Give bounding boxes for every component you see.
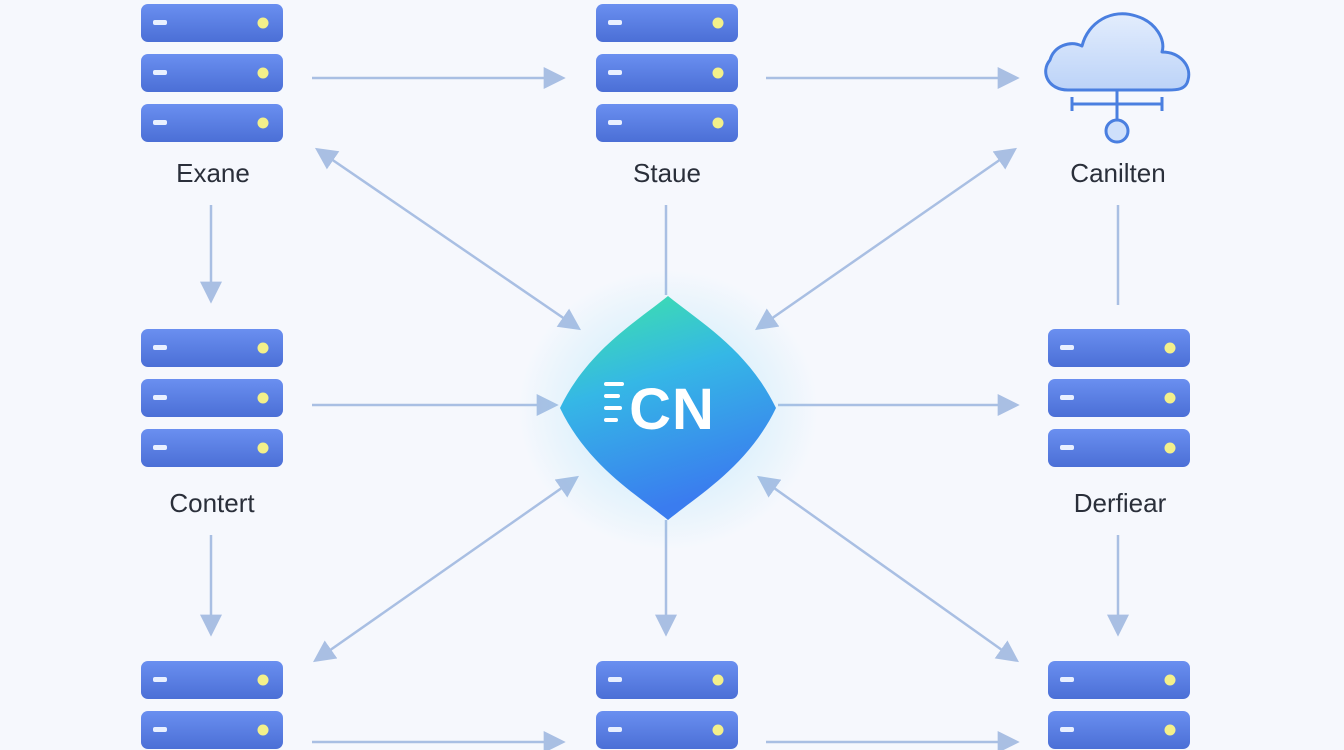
server-status-led xyxy=(257,342,269,354)
server-status-led xyxy=(1164,342,1176,354)
server-status-led xyxy=(257,17,269,29)
server-slot xyxy=(153,677,167,682)
server-status-led xyxy=(257,392,269,404)
server-icon-bottom-center[interactable] xyxy=(596,661,738,749)
server-unit xyxy=(1048,429,1190,467)
server-unit xyxy=(141,4,283,42)
server-slot xyxy=(153,445,167,450)
server-icon-top-left[interactable] xyxy=(141,4,283,142)
server-group xyxy=(141,4,1190,749)
server-status-led xyxy=(712,17,724,29)
server-unit xyxy=(141,711,283,749)
server-slot xyxy=(1060,445,1074,450)
label-exane: Exane xyxy=(176,158,250,188)
cloud-icon xyxy=(1044,12,1191,92)
server-status-led xyxy=(257,674,269,686)
server-status-led xyxy=(257,117,269,129)
server-unit xyxy=(1048,379,1190,417)
server-status-led xyxy=(1164,724,1176,736)
server-status-led xyxy=(257,724,269,736)
speed-lines-icon xyxy=(604,382,624,422)
arrow-bottom-left-hub-bidirectional xyxy=(312,475,580,663)
cloud-node-dot xyxy=(1104,118,1130,144)
server-icon-bottom-left[interactable] xyxy=(141,661,283,749)
server-slot xyxy=(153,345,167,350)
server-slot xyxy=(608,70,622,75)
server-status-led xyxy=(1164,392,1176,404)
server-status-led xyxy=(712,724,724,736)
label-staue: Staue xyxy=(633,158,701,188)
server-status-led xyxy=(712,117,724,129)
label-canilten: Canilten xyxy=(1070,158,1165,188)
arrow-hub-bottom-right-bidirectional xyxy=(757,475,1019,663)
server-slot xyxy=(1060,395,1074,400)
server-slot xyxy=(153,120,167,125)
server-slot xyxy=(153,727,167,732)
server-unit xyxy=(141,379,283,417)
server-slot xyxy=(1060,345,1074,350)
arrow-canilten-hub-bidirectional xyxy=(754,147,1018,331)
server-icon-mid-left[interactable] xyxy=(141,329,283,467)
server-icon-mid-right[interactable] xyxy=(1048,329,1190,467)
server-slot xyxy=(153,70,167,75)
server-unit xyxy=(1048,329,1190,367)
server-unit xyxy=(141,54,283,92)
arrow-exane-hub-bidirectional xyxy=(314,147,582,331)
server-status-led xyxy=(257,67,269,79)
server-unit xyxy=(141,661,283,699)
server-status-led xyxy=(1164,674,1176,686)
server-unit xyxy=(596,54,738,92)
server-icon-bottom-right[interactable] xyxy=(1048,661,1190,749)
label-contert: Contert xyxy=(169,488,255,518)
server-status-led xyxy=(1164,442,1176,454)
cloud-node[interactable] xyxy=(1044,12,1191,144)
server-slot xyxy=(608,120,622,125)
hub-node[interactable]: CN xyxy=(518,270,818,550)
server-unit xyxy=(596,104,738,142)
server-unit xyxy=(1048,711,1190,749)
server-unit xyxy=(141,329,283,367)
server-unit xyxy=(141,104,283,142)
server-unit xyxy=(141,429,283,467)
hub-label: CN xyxy=(629,377,715,442)
server-slot xyxy=(1060,677,1074,682)
server-status-led xyxy=(712,674,724,686)
hub-shape xyxy=(560,296,776,520)
server-slot xyxy=(153,395,167,400)
server-status-led xyxy=(257,442,269,454)
server-slot xyxy=(608,727,622,732)
server-unit xyxy=(596,661,738,699)
server-slot xyxy=(153,20,167,25)
server-slot xyxy=(1060,727,1074,732)
server-unit xyxy=(1048,661,1190,699)
server-unit xyxy=(596,4,738,42)
server-status-led xyxy=(712,67,724,79)
label-derfiear: Derfiear xyxy=(1074,488,1167,518)
server-slot xyxy=(608,677,622,682)
server-slot xyxy=(608,20,622,25)
server-unit xyxy=(596,711,738,749)
server-icon-top-center[interactable] xyxy=(596,4,738,142)
